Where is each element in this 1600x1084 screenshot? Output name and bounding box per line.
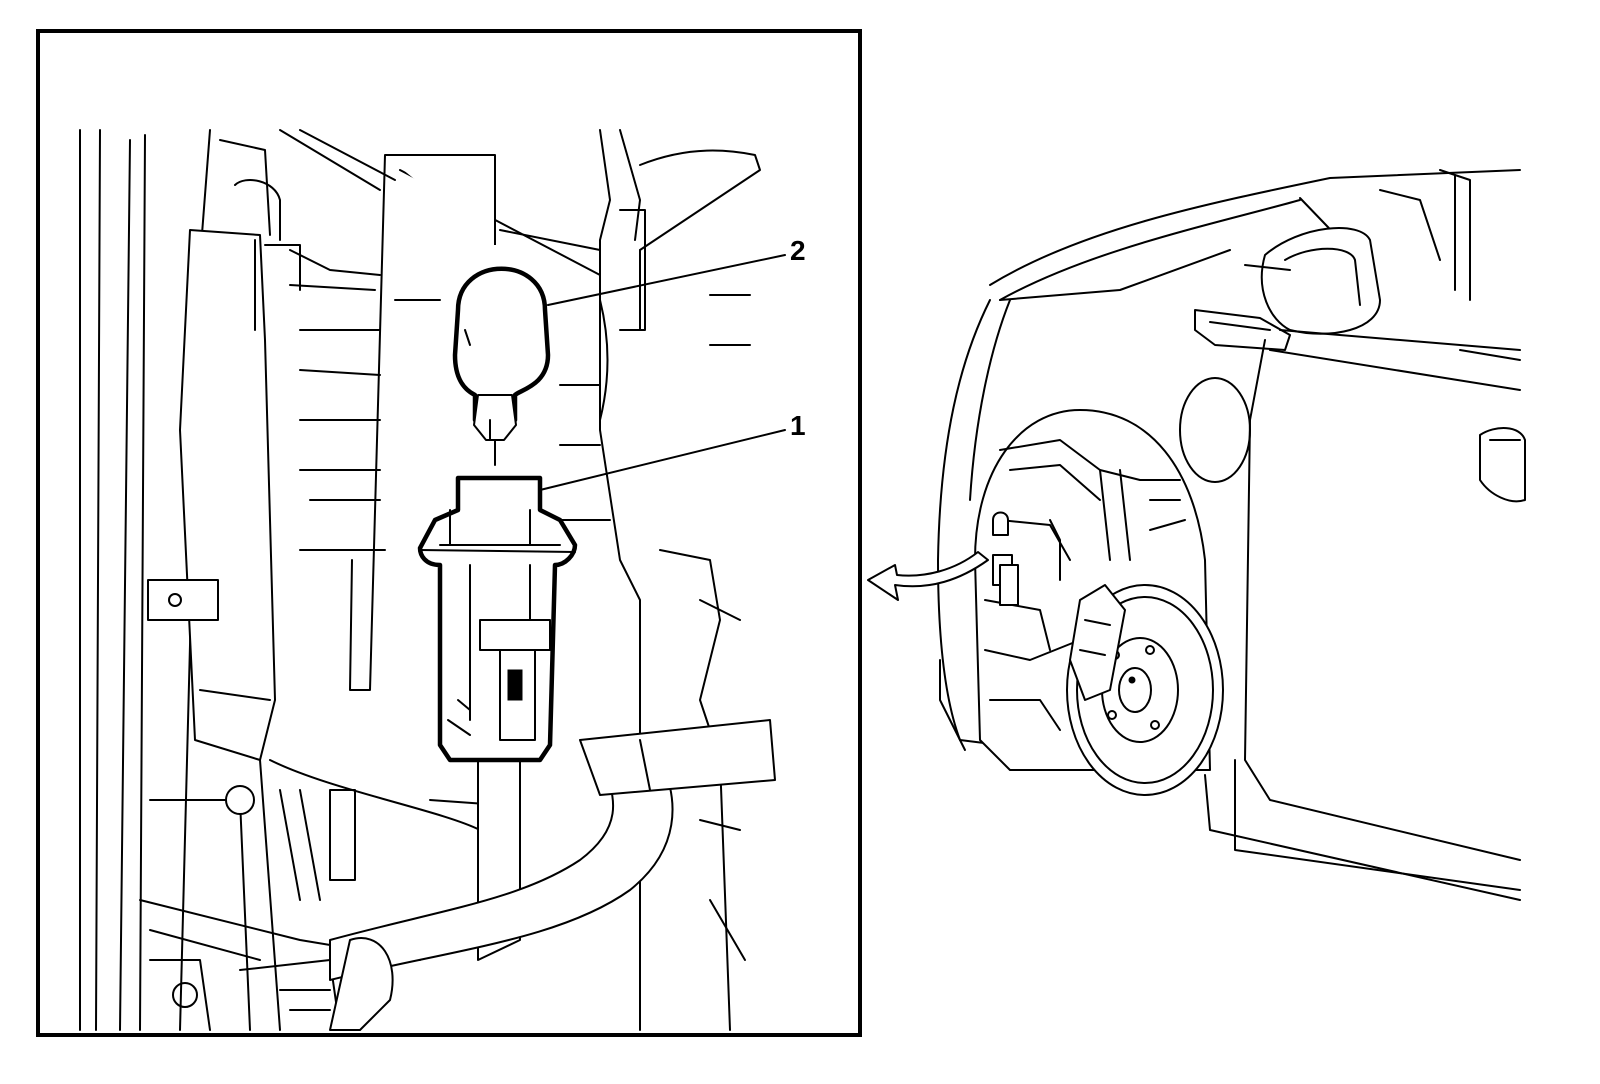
bulb-socket [417, 475, 578, 763]
callout-1-label: 1 [790, 410, 806, 441]
brake-rotor [1066, 584, 1224, 796]
leader-line-2 [547, 254, 786, 306]
bulb [452, 266, 551, 466]
overview-bulb [992, 511, 1019, 606]
curved-arrow-icon [867, 551, 989, 601]
leader-line-1 [539, 429, 786, 491]
vehicle-overview [867, 169, 1526, 901]
engine-bay-background [79, 129, 776, 1031]
callout-2-label: 2 [790, 235, 806, 266]
detail-view: 2 1 [36, 29, 862, 1037]
side-mirror [1260, 227, 1381, 335]
